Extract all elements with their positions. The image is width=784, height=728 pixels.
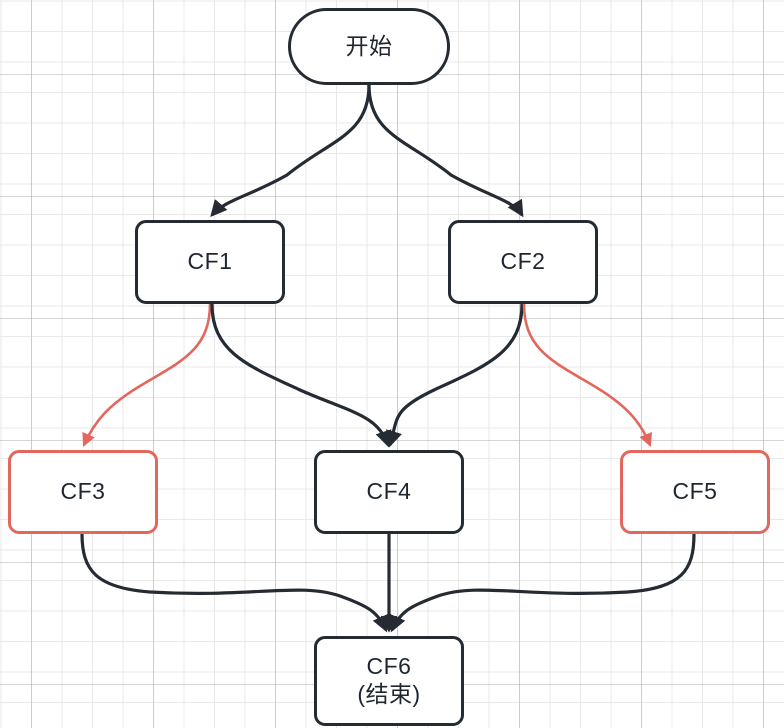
node-start-label: 开始 — [345, 32, 393, 59]
node-cf6-label: CF6 (结束) — [357, 653, 421, 707]
node-start[interactable]: 开始 — [288, 8, 450, 85]
edge-cf3-cf6 — [80, 533, 388, 633]
node-cf3[interactable]: CF3 — [8, 450, 158, 534]
edge-cf1-cf4 — [210, 303, 392, 448]
edge-cf5-cf6 — [390, 533, 696, 633]
node-cf2-label: CF2 — [500, 248, 546, 275]
edge-start-cf1 — [210, 84, 371, 218]
node-cf1[interactable]: CF1 — [135, 220, 285, 304]
node-cf3-label: CF3 — [60, 478, 106, 505]
node-cf4-label: CF4 — [366, 478, 412, 505]
node-cf4[interactable]: CF4 — [314, 450, 464, 534]
node-cf2[interactable]: CF2 — [448, 220, 598, 304]
edge-cf2-cf5 — [522, 303, 653, 448]
node-cf1-label: CF1 — [187, 248, 233, 275]
node-cf6[interactable]: CF6 (结束) — [314, 636, 464, 726]
edge-cf2-cf4 — [385, 303, 524, 448]
node-cf5-label: CF5 — [672, 478, 718, 505]
edge-cf1-cf3 — [82, 303, 212, 447]
node-cf5[interactable]: CF5 — [620, 450, 770, 534]
edge-start-cf2 — [367, 84, 524, 218]
